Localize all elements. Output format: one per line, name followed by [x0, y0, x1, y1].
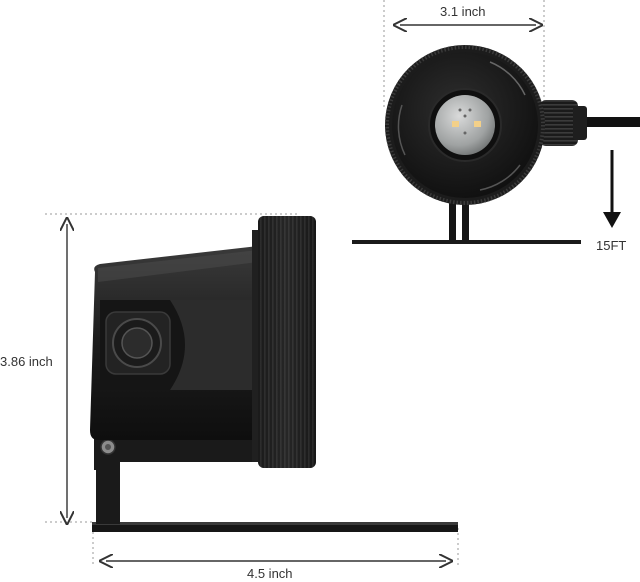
side-gland-inner: [121, 327, 153, 359]
top-knurl-texture: [385, 45, 545, 205]
height-label: 3.86 inch: [0, 354, 53, 369]
lens-dot-3: [463, 114, 467, 118]
side-panel-bevel: [170, 300, 252, 390]
side-ring-shade: [258, 216, 316, 468]
lens-dot-2: [468, 108, 472, 112]
cable-length-label: 15FT: [596, 238, 627, 253]
side-bracket-screw-center: [105, 444, 111, 450]
top-face-highlight-left: [397, 104, 406, 156]
top-gland-nut: [573, 106, 587, 140]
led-right: [474, 121, 481, 127]
top-lens: [435, 95, 495, 155]
top-width-label: 3.1 inch: [440, 4, 486, 19]
lens-dot-4: [463, 131, 467, 135]
cable-length-arrowhead: [603, 212, 621, 228]
lens-dot-1: [458, 108, 462, 112]
top-stake-right: [462, 195, 469, 243]
top-face-highlight-bottom: [479, 164, 521, 191]
side-body-highlight: [98, 250, 258, 282]
bottom-width-label: 4.5 inch: [247, 566, 293, 581]
side-ground-bar-highlight: [92, 522, 458, 525]
top-ground-line: [352, 240, 581, 244]
side-ground-bar: [92, 522, 458, 532]
top-cable-gland: [540, 100, 578, 146]
led-left: [452, 121, 459, 127]
top-face-highlight-top: [489, 61, 526, 96]
top-stake-left: [449, 195, 456, 243]
